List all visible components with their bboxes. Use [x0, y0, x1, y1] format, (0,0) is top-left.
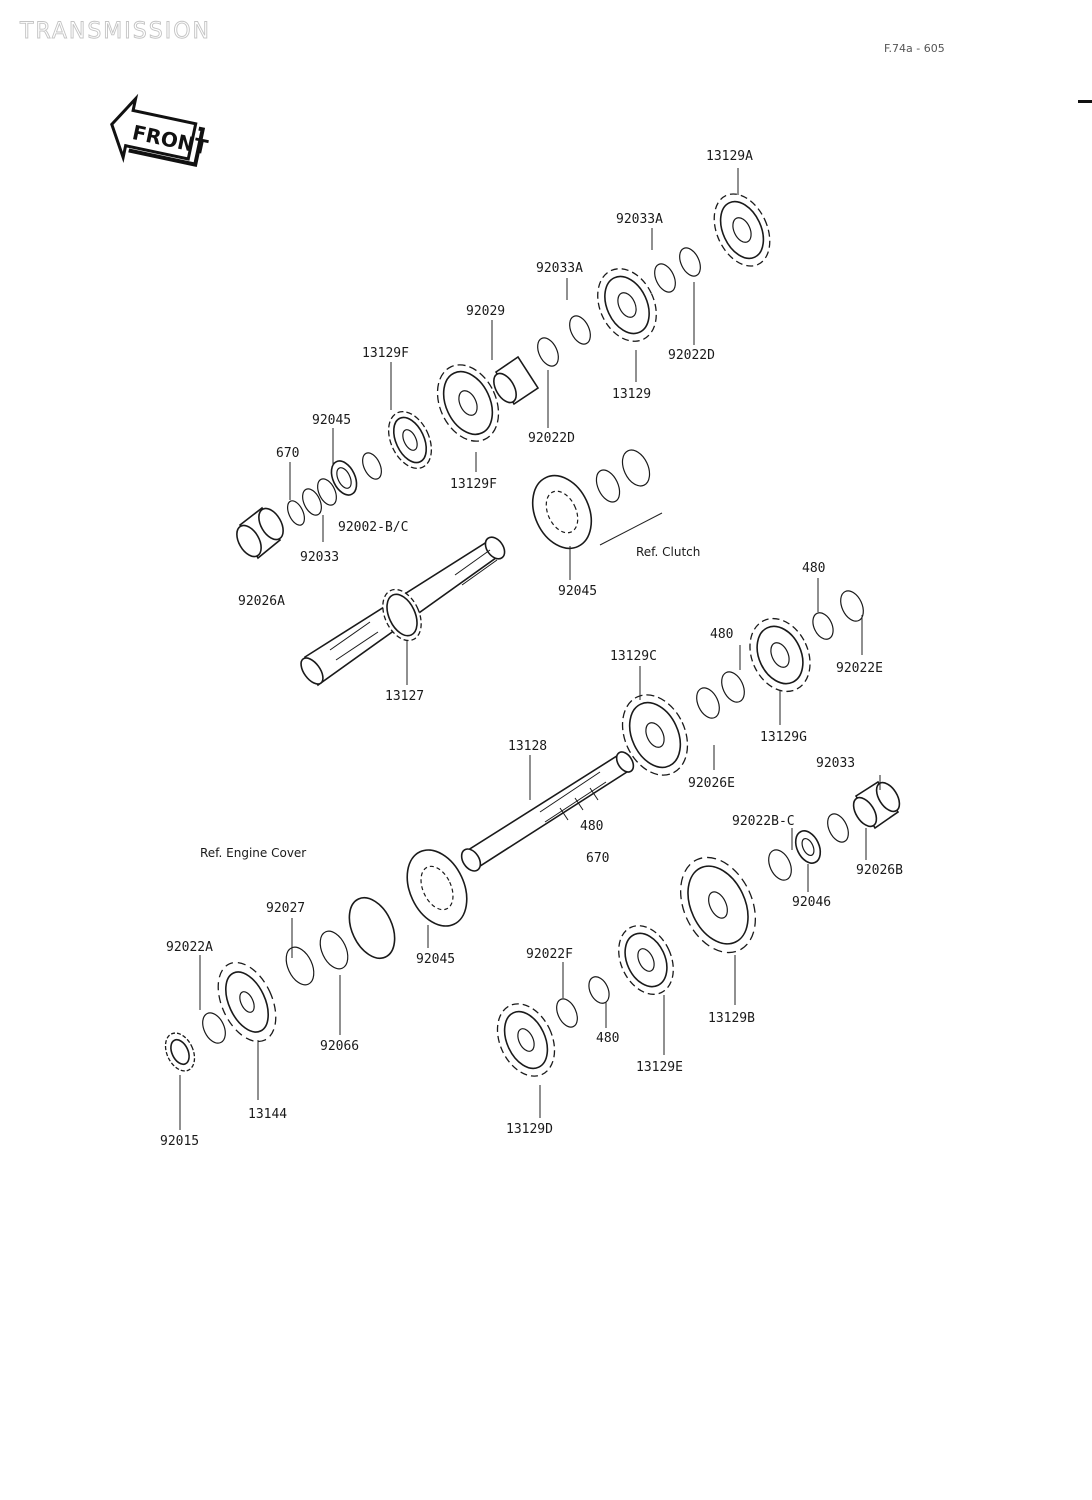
gear-on-shaft-13127 — [382, 588, 422, 642]
washer-92022B-C — [768, 849, 792, 881]
gear-13129E — [618, 925, 674, 995]
gear-13129A — [713, 193, 771, 267]
part-label: 92046 — [792, 895, 831, 910]
part-label: 92033 — [816, 756, 855, 771]
circlip-480-a — [721, 671, 745, 703]
part-label: 92045 — [312, 413, 351, 428]
part-label: 670 — [276, 446, 299, 461]
part-label: 480 — [802, 561, 825, 576]
washer-92002 — [362, 452, 382, 480]
part-label: 92027 — [266, 901, 305, 916]
part-label: 670 — [586, 851, 609, 866]
collar-92033-lower — [827, 813, 849, 843]
washer-92022A — [202, 1012, 226, 1044]
note-ref-engine-cover: Ref. Engine Cover — [200, 846, 306, 860]
collar-92033 — [302, 488, 322, 516]
bearing-92045 — [330, 460, 358, 496]
part-label: 92026B — [856, 863, 903, 878]
part-label: 92033 — [300, 550, 339, 565]
circlip-92033 — [317, 478, 337, 506]
part-label: 13128 — [508, 739, 547, 754]
gear-13129B — [679, 856, 757, 954]
gear-13129C — [621, 694, 689, 776]
nut-92015 — [164, 1032, 196, 1072]
part-label: 92033A — [616, 212, 663, 227]
page-title: TRANSMISSION — [19, 19, 211, 44]
washer-92022D — [537, 337, 559, 367]
washer-92022D-b — [679, 247, 701, 277]
gear-13129D — [496, 1003, 556, 1077]
gear-13129F-large — [436, 364, 500, 442]
circlip-480-c — [588, 976, 610, 1004]
washer-670 — [287, 500, 305, 526]
part-label: 13129F — [450, 477, 497, 492]
part-label: 92033A — [536, 261, 583, 276]
drive-shaft-13128 — [460, 751, 635, 872]
part-label: 13129C — [610, 649, 657, 664]
part-label: 13129A — [706, 149, 753, 164]
collar-92066 — [319, 930, 349, 970]
page-reference: F.74a - 605 — [884, 42, 945, 55]
washer-92022E-b — [840, 590, 864, 622]
bearing-92045-lower — [406, 849, 468, 927]
part-label: 13144 — [248, 1107, 287, 1122]
part-label: 13129D — [506, 1122, 553, 1137]
bearing-92026A — [236, 506, 284, 560]
circlip-92033A-b — [654, 263, 676, 293]
part-label: 92022D — [668, 348, 715, 363]
bearing-92026B — [852, 780, 901, 830]
part-label: 480 — [710, 627, 733, 642]
circlip-92033A-a — [569, 315, 591, 345]
part-label: 480 — [596, 1031, 619, 1046]
part-label: 13127 — [385, 689, 424, 704]
gear-13129G — [749, 617, 811, 693]
part-label: 480 — [580, 819, 603, 834]
leader-lines — [179, 168, 881, 1130]
part-label: 13129B — [708, 1011, 755, 1026]
washer-92027 — [285, 946, 315, 986]
part-label: 92002-B/C — [338, 520, 408, 535]
part-label: 92066 — [320, 1039, 359, 1054]
part-label: 92022B-C — [732, 814, 795, 829]
part-label: 13129F — [362, 346, 409, 361]
oil-seal-a — [595, 469, 621, 503]
part-label: 92045 — [416, 952, 455, 967]
part-label: 92026A — [238, 594, 285, 609]
bearing-92045-clutch-side — [531, 474, 593, 550]
gear-13129 — [597, 268, 657, 342]
oil-seal-b — [621, 449, 651, 487]
oil-seal-92027 — [348, 896, 396, 960]
sprocket-13144 — [217, 961, 277, 1043]
part-label: 92022D — [528, 431, 575, 446]
circlip-480-b — [812, 612, 834, 640]
part-label: 92022E — [836, 661, 883, 676]
part-label: 13129G — [760, 730, 807, 745]
part-label: 92015 — [160, 1134, 199, 1149]
part-label: 92022F — [526, 947, 573, 962]
part-label: 13129 — [612, 387, 651, 402]
part-label: 92026E — [688, 776, 735, 791]
part-label: 92029 — [466, 304, 505, 319]
washer-92022E-a — [696, 687, 720, 719]
part-label: 92045 — [558, 584, 597, 599]
part-labels: 13129A 92033A 92033A 92022D 92029 13129 … — [160, 149, 903, 1149]
bushing-92029 — [493, 355, 540, 406]
gear-13129F-small — [387, 410, 433, 470]
note-ref-clutch: Ref. Clutch — [636, 545, 700, 559]
front-arrow-icon: FRONT — [110, 93, 210, 167]
edge-mark — [1078, 100, 1092, 103]
bearing-92046 — [794, 830, 822, 864]
part-label: 13129E — [636, 1060, 683, 1075]
part-label: 92022A — [166, 940, 213, 955]
washer-92022F — [556, 998, 578, 1028]
